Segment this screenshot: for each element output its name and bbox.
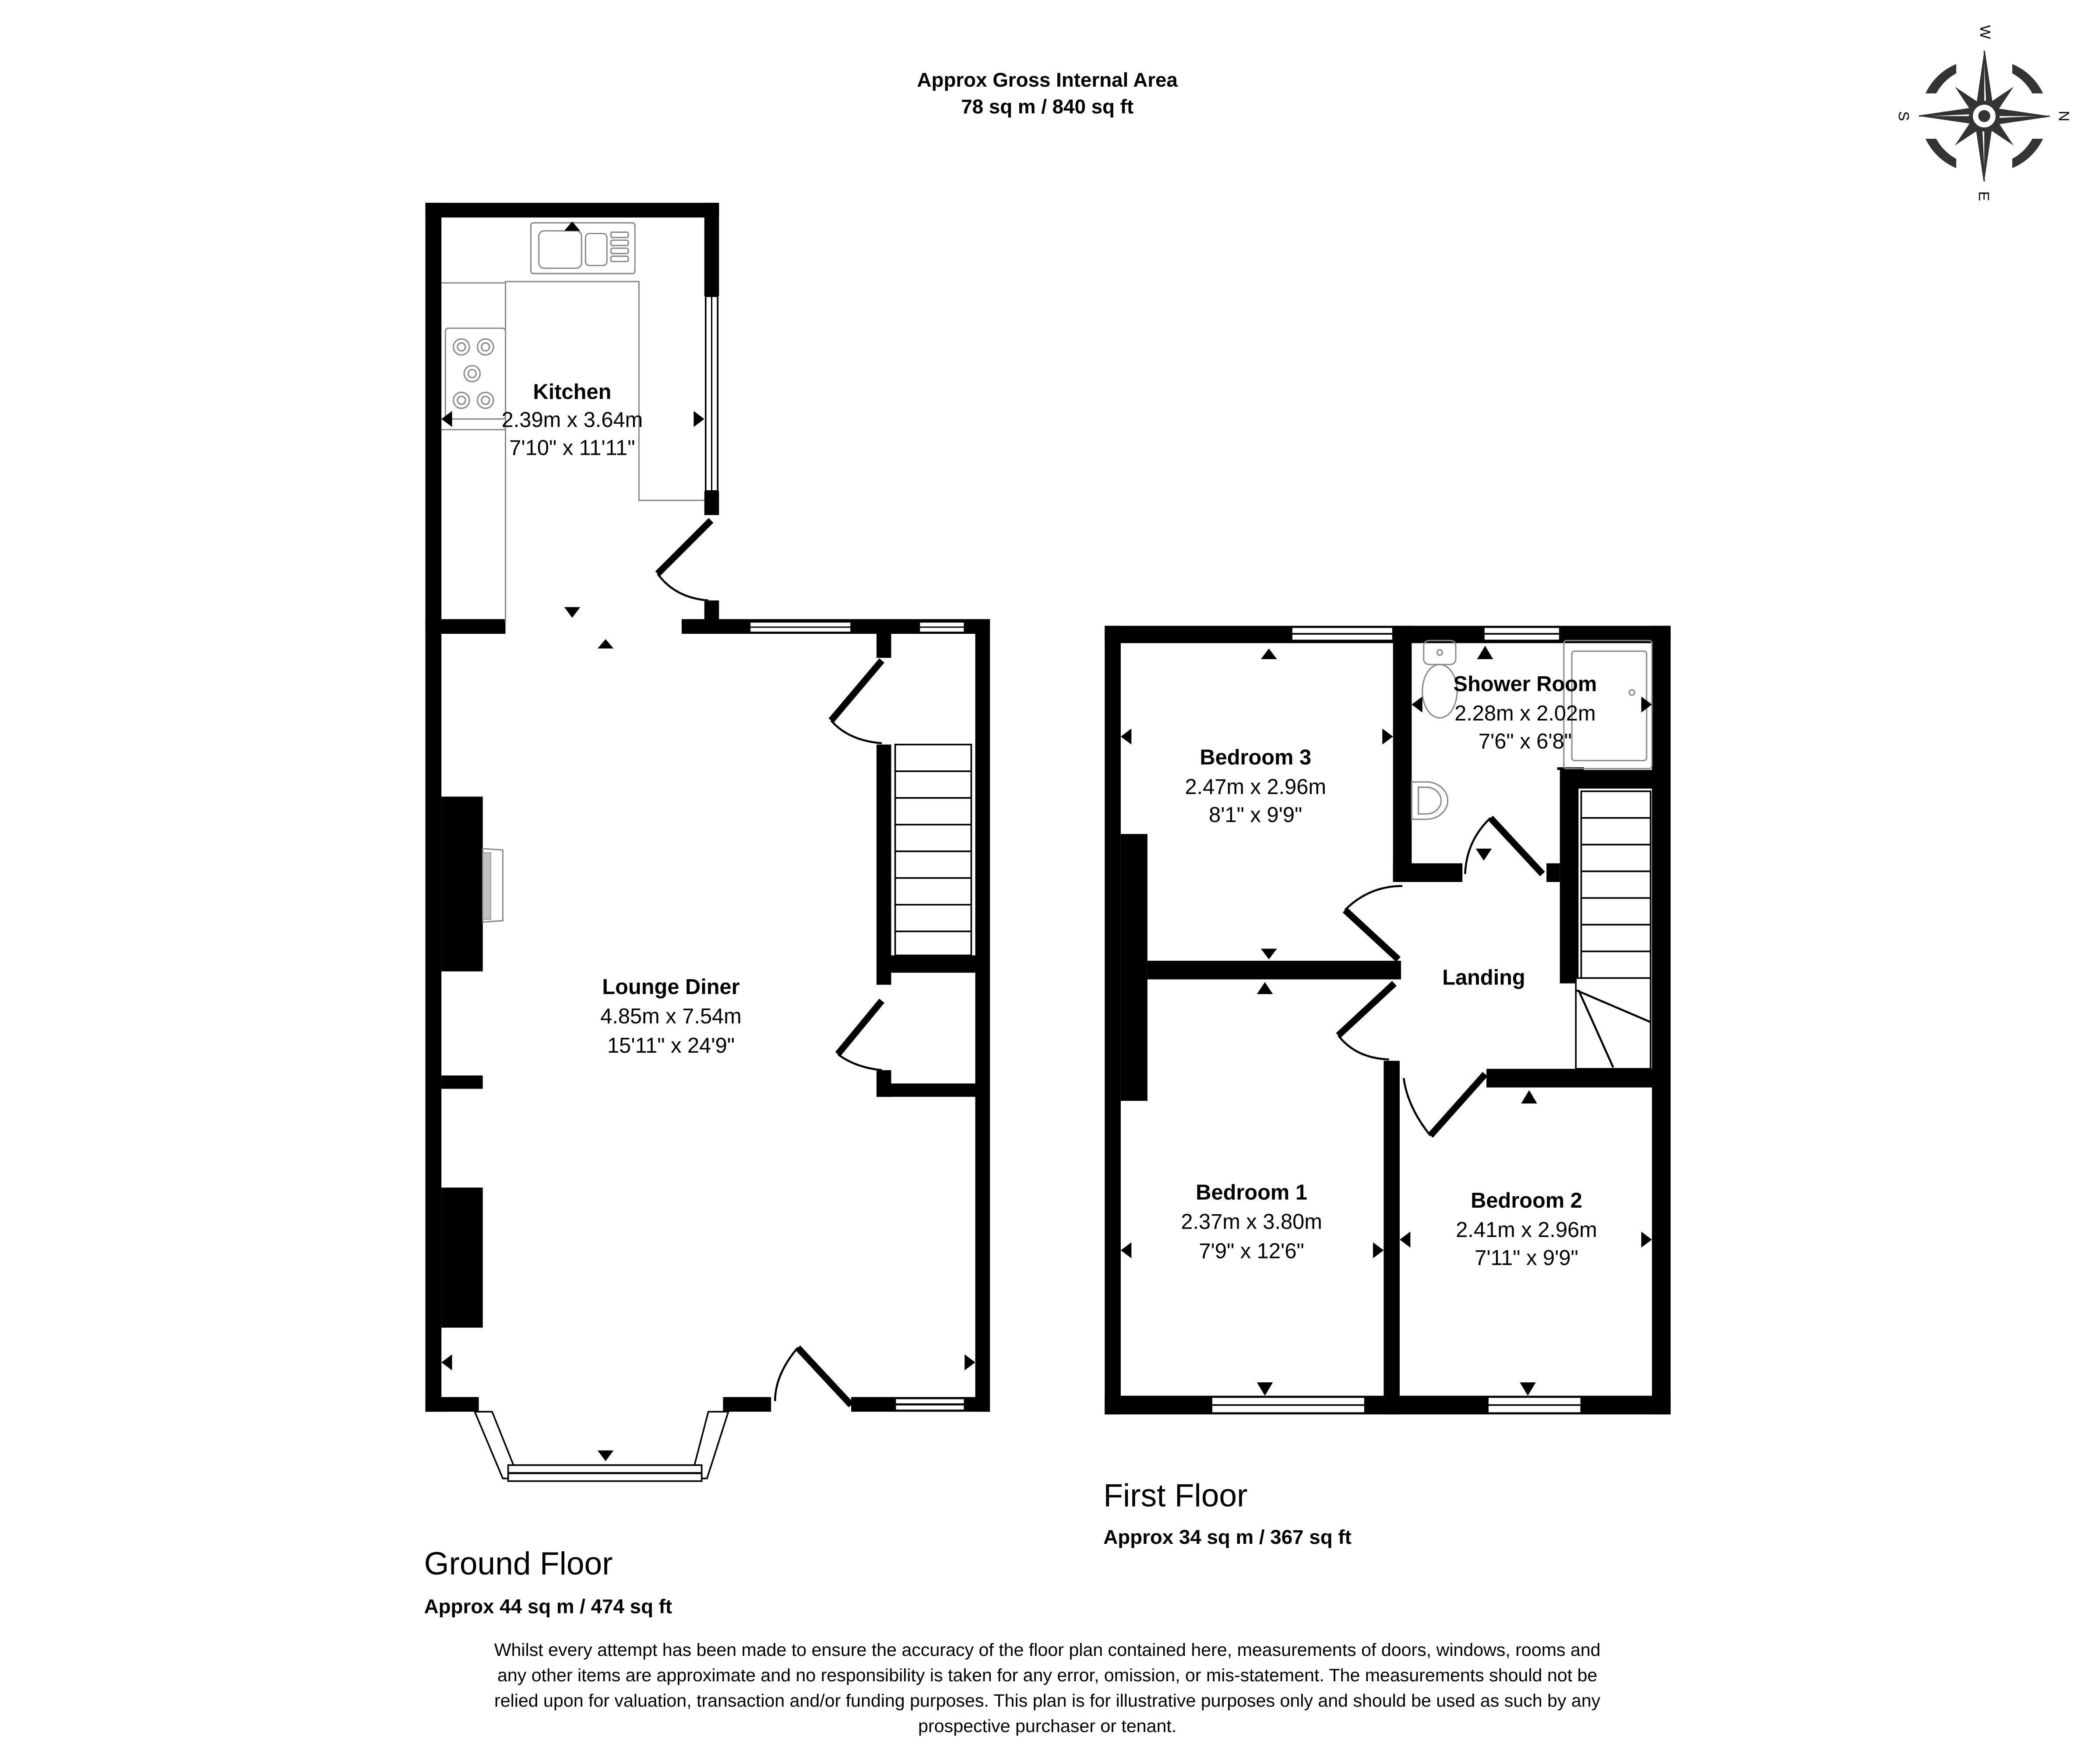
first-floor-caption: First Floor Approx 34 sq m / 367 sq ft xyxy=(1103,1478,1352,1548)
floor-name: Ground Floor xyxy=(424,1546,613,1581)
room-metric: 2.47m x 2.96m xyxy=(1185,775,1326,799)
room-name: Bedroom 2 xyxy=(1471,1189,1582,1212)
room-imperial: 7'9" x 12'6" xyxy=(1199,1240,1304,1263)
room-name: Bedroom 1 xyxy=(1196,1181,1307,1205)
room-imperial: 8'1" x 9'9" xyxy=(1209,803,1302,827)
kitchen-worktop-left xyxy=(441,282,507,623)
shower-room-window xyxy=(1483,626,1561,642)
room-name: Landing xyxy=(1442,966,1525,990)
first-floor-stairs xyxy=(1575,790,1651,1070)
room-metric: 2.28m x 2.02m xyxy=(1454,702,1596,725)
room-imperial: 7'6" x 6'8" xyxy=(1479,730,1572,753)
floor-name: First Floor xyxy=(1103,1478,1247,1514)
disclaimer-line: relied upon for valuation, transaction a… xyxy=(494,1690,1601,1711)
room-imperial: 15'11" x 24'9" xyxy=(607,1034,735,1058)
room-metric: 2.41m x 2.96m xyxy=(1456,1218,1597,1242)
kitchen-sink-icon xyxy=(530,222,636,274)
room-name: Shower Room xyxy=(1454,672,1597,696)
room-landing: Landing xyxy=(1442,966,1525,990)
room-shower-room: Shower Room 2.28m x 2.02m 7'6" x 6'8" xyxy=(1454,672,1597,753)
disclaimer-line: Whilst every attempt has been made to en… xyxy=(494,1640,1601,1660)
compass-label-n: N xyxy=(2056,111,2072,121)
room-kitchen: Kitchen 2.39m x 3.64m 7'10" x 11'11" xyxy=(502,380,643,460)
room-imperial: 7'11" x 9'9" xyxy=(1475,1246,1578,1270)
ground-floor-plan: Kitchen 2.39m x 3.64m 7'10" x 11'11" Lou… xyxy=(424,203,990,1618)
hall-door xyxy=(828,658,885,745)
disclaimer-line: any other items are approximate and no r… xyxy=(497,1665,1597,1685)
room-bedroom-3: Bedroom 3 2.47m x 2.96m 8'1" x 9'9" xyxy=(1185,746,1326,827)
shower-room-door xyxy=(1464,815,1545,876)
bedroom-2-door xyxy=(1402,1072,1488,1138)
lounge-rear-window xyxy=(749,621,852,633)
room-imperial: 7'10" x 11'11" xyxy=(509,436,635,460)
first-floor-plan: Bedroom 3 2.47m x 2.96m 8'1" x 9'9" Show… xyxy=(1103,625,1671,1548)
bedroom-1-door xyxy=(1336,981,1397,1061)
hob-icon xyxy=(444,327,507,420)
ground-floor-caption: Ground Floor Approx 44 sq m / 474 sq ft xyxy=(424,1546,672,1617)
disclaimer: Whilst every attempt has been made to en… xyxy=(494,1640,1601,1736)
kitchen-window xyxy=(704,295,719,492)
compass-rose-icon: W N E S xyxy=(1895,25,2072,201)
room-metric: 2.39m x 3.64m xyxy=(502,408,643,432)
floor-area: Approx 34 sq m / 367 sq ft xyxy=(1103,1526,1352,1548)
compass-label-s: S xyxy=(1895,111,1912,121)
disclaimer-line: prospective purchaser or tenant. xyxy=(918,1716,1176,1736)
room-bedroom-1: Bedroom 1 2.37m x 3.80m 7'9" x 12'6" xyxy=(1181,1181,1322,1263)
header: Approx Gross Internal Area 78 sq m / 840… xyxy=(917,69,1178,118)
kitchen-worktop-right xyxy=(505,281,704,501)
toilet-icon xyxy=(1422,640,1458,719)
dimension-arrows xyxy=(441,221,975,1462)
kitchen-door xyxy=(655,518,714,602)
bay-window xyxy=(473,1411,730,1482)
room-name: Bedroom 3 xyxy=(1200,746,1311,770)
front-door xyxy=(774,1345,854,1408)
bedroom-3-door xyxy=(1342,885,1403,962)
dimension-arrows xyxy=(1120,646,1652,1396)
chimney-breast xyxy=(441,796,483,972)
front-window xyxy=(894,1397,966,1411)
fireplace-icon xyxy=(482,848,503,923)
ground-floor-stairs xyxy=(894,744,972,956)
bedroom-1-window xyxy=(1211,1396,1366,1414)
room-metric: 2.37m x 3.80m xyxy=(1181,1210,1322,1234)
compass-label-w: W xyxy=(1977,25,1993,39)
cupboard-door xyxy=(835,998,885,1072)
bedroom-2-window xyxy=(1487,1396,1582,1414)
total-area: 78 sq m / 840 sq ft xyxy=(961,95,1134,118)
compass-label-e: E xyxy=(1975,191,1992,201)
floor-area: Approx 44 sq m / 474 sq ft xyxy=(424,1595,672,1618)
room-lounge-diner: Lounge Diner 4.85m x 7.54m 15'11" x 24'9… xyxy=(600,975,742,1058)
alcove-wall xyxy=(441,1188,483,1328)
understairs-window xyxy=(918,621,966,633)
room-bedroom-2: Bedroom 2 2.41m x 2.96m 7'11" x 9'9" xyxy=(1456,1189,1597,1270)
room-metric: 4.85m x 7.54m xyxy=(600,1005,742,1028)
room-name: Lounge Diner xyxy=(602,975,739,999)
basin-icon xyxy=(1411,781,1449,820)
bedroom-3-window xyxy=(1291,626,1394,642)
header-title: Approx Gross Internal Area xyxy=(917,69,1178,91)
room-name: Kitchen xyxy=(533,380,612,404)
